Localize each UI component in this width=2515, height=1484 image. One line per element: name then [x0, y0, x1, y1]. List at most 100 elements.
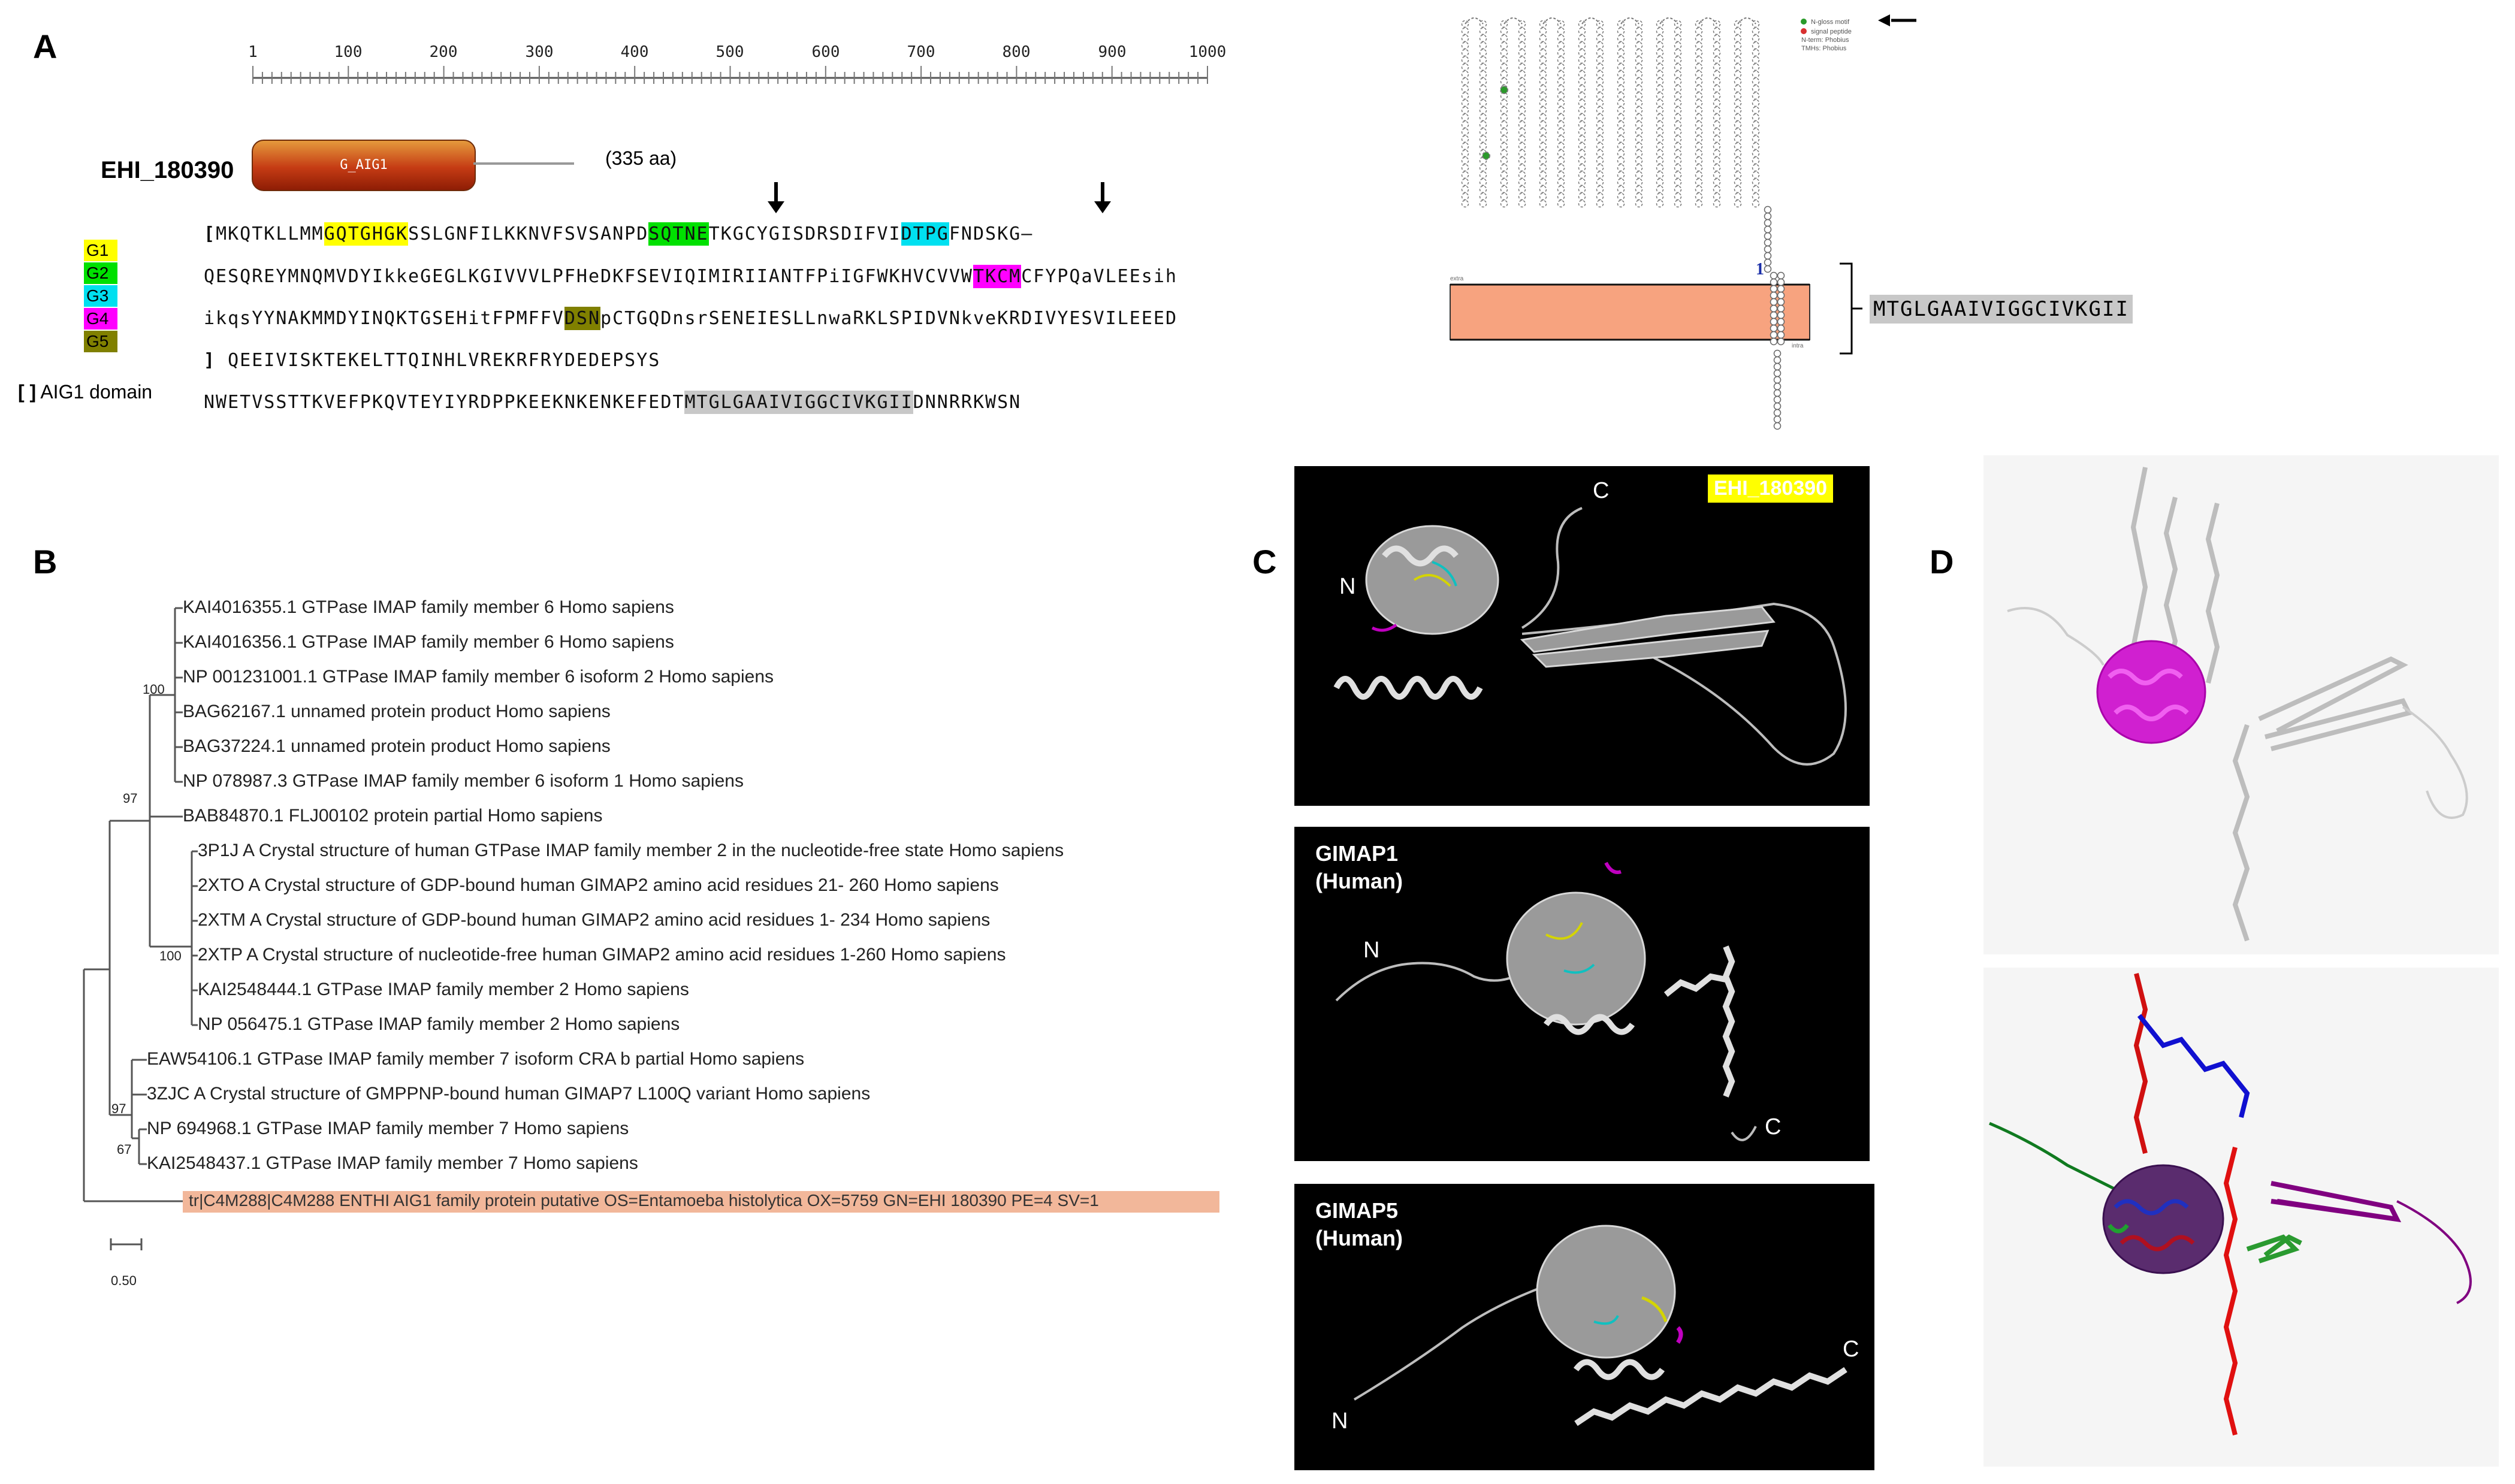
structure-superposition-view	[1983, 968, 2499, 1467]
structure-title-line2: (Human)	[1315, 869, 1403, 893]
tree-taxon: NP 056475.1 GTPase IMAP family member 2 …	[198, 1014, 680, 1034]
tree-taxon: 2XTP A Crystal structure of nucleotide-f…	[198, 945, 1006, 965]
tree-taxon: KAI2548444.1 GTPase IMAP family member 2…	[198, 980, 689, 999]
motif-legend: G1 G2 G3 G4 G5	[84, 240, 117, 352]
panel-a-label: A	[33, 28, 58, 65]
topo-side-extra: extra	[1450, 276, 1464, 282]
ruler-tick-label: 100	[334, 43, 363, 61]
topo-legend-item: TMHs: Phobius	[1801, 45, 1847, 52]
seq-segment: TKGCYGISDRSDIFVI	[708, 223, 901, 244]
g4-motif-seq: TKCM	[973, 265, 1022, 288]
tree-taxon: KAI4016355.1 GTPase IMAP family member 6…	[183, 597, 674, 617]
n-terminus-label: N	[1332, 1409, 1348, 1434]
aig1-domain-legend: [ ] AIG1 domain	[18, 381, 152, 403]
bootstrap-value: 100	[159, 948, 182, 963]
topo-side-intra: intra	[1792, 343, 1804, 349]
structure-title-line1: GIMAP5	[1315, 1198, 1399, 1223]
aig1-domain-box: G_AIG1	[252, 140, 476, 191]
protein-length: (335 aa)	[605, 147, 677, 169]
g2-motif-seq: SQTNE	[648, 222, 709, 246]
topo-legend-item: N-gloss motif	[1811, 19, 1850, 26]
topo-legend-item: signal peptide	[1811, 28, 1852, 35]
ruler-tick-label: 800	[1003, 43, 1031, 61]
seq-segment: QESQREYMNQMVDYIkkeGEGLKGIVVVLPFHeDKFSEVI…	[204, 266, 973, 287]
ruler-tick-label: 1000	[1189, 43, 1227, 61]
tree-scale-label: 0.50	[111, 1273, 137, 1288]
protein-cartoon	[1335, 862, 1757, 1141]
seq-segment: CFYPQaVLEEsih	[1021, 266, 1178, 287]
sequence-line-3: ikqsYYNAKMMDYINQKTGSEHitFPMFFVDSNpCTGQDn…	[204, 307, 1178, 330]
n-terminus-label: N	[1363, 938, 1380, 963]
protein-id: EHI_180390	[101, 157, 234, 183]
ruler-tick-label: 900	[1098, 43, 1127, 61]
tree-taxon: 2XTM A Crystal structure of GDP-bound hu…	[198, 910, 991, 930]
ruler-tick-label: 200	[430, 43, 458, 61]
tree-taxon: NP 001231001.1 GTPase IMAP family member…	[183, 667, 774, 687]
bootstrap-value: 100	[143, 682, 165, 697]
sequence-line-1: [MKQTKLLMMGQTGHGKSSLGNFILKKNVFSVSANPDSQT…	[204, 222, 1034, 246]
transmembrane-seq: MTGLGAAIVIGGCIVKGII	[684, 391, 913, 414]
c-terminus-label: C	[1765, 1114, 1782, 1140]
aig1-domain-legend-text: AIG1 domain	[40, 381, 153, 403]
bootstrap-value: 97	[111, 1101, 126, 1116]
tree-taxon: BAG37224.1 unnamed protein product Homo …	[183, 736, 611, 756]
tree-taxon: 2XTO A Crystal structure of GDP-bound hu…	[198, 875, 999, 895]
structure-title-line2: (Human)	[1315, 1226, 1403, 1250]
ruler-tick-label: 300	[526, 43, 554, 61]
tree-taxon: BAB84870.1 FLJ00102 protein partial Homo…	[183, 806, 603, 826]
motif-legend-g2: G2	[84, 262, 117, 284]
seq-segment: FNDSKG—	[949, 223, 1034, 244]
topo-legend-item: N-term: Phobius	[1801, 37, 1849, 44]
protein-backbone-line	[473, 162, 574, 165]
seq-segment: DNNRRKWSN	[913, 392, 1022, 413]
tree-taxon: BAG62167.1 unnamed protein product Homo …	[183, 702, 611, 721]
sequence-line-2: QESQREYMNQMVDYIkkeGEGLKGIVVVLPFHeDKFSEVI…	[204, 265, 1178, 288]
protein-cartoon	[1333, 507, 1847, 766]
domain-open-bracket: [	[204, 223, 216, 244]
n-terminus-label: N	[1339, 574, 1356, 599]
ruler-tick-label: 700	[907, 43, 935, 61]
sequence-line-4: ] QEEIVISKTEKELTTQINHLVREKRFRYDEDEPSYS	[204, 350, 660, 371]
ruler-tick-label: 400	[621, 43, 649, 61]
structure-ehi-180390: EHI_180390 N C	[1294, 466, 1870, 806]
structure-gimap1: GIMAP1 (Human) N C	[1294, 827, 1870, 1161]
domain-close-bracket: ]	[204, 350, 216, 371]
g5-motif-seq: DSN	[564, 307, 601, 330]
tree-taxon: KAI4016356.1 GTPase IMAP family member 6…	[183, 632, 674, 652]
down-arrow-icon	[1094, 182, 1111, 213]
residue-ruler: 1 100 200 300 400 500 600 700 800 900 10…	[248, 43, 1227, 84]
structure-id-tag: EHI_180390	[1708, 474, 1834, 503]
seq-segment: NWETVSSTTKVEFPKQVTEYIYRDPPKEEKNKENKEFEDT	[204, 392, 685, 413]
structure-overlay-view	[1983, 455, 2499, 954]
tree-taxon: NP 694968.1 GTPase IMAP family member 7 …	[147, 1119, 629, 1138]
tree-taxon: NP 078987.3 GTPase IMAP family member 6 …	[183, 771, 744, 791]
structure-gimap5: GIMAP5 (Human) N C	[1294, 1184, 1874, 1470]
g1-motif-seq: GQTGHGK	[324, 222, 409, 246]
structure-title: GIMAP5 (Human)	[1315, 1197, 1403, 1252]
seq-segment: pCTGQDnsrSENEIESLLnwaRKLSPIDVNkveKRDIVYE…	[600, 308, 1178, 329]
ruler-tick-label: 1	[248, 43, 258, 61]
protein-cartoon	[1353, 1225, 1847, 1426]
panel-b-label: B	[33, 543, 58, 581]
structure-title: GIMAP1 (Human)	[1315, 840, 1403, 895]
highlight-taxon: tr|C4M288|C4M288 ENTHI AIG1 family prote…	[189, 1191, 1099, 1210]
tree-branches	[83, 607, 198, 1250]
bootstrap-value: 67	[117, 1142, 131, 1157]
c-terminus-label: C	[1593, 478, 1610, 503]
membrane-topology-diagram: 1 extra intra N-gloss motif signal pepti…	[1450, 14, 1916, 430]
left-arrow-icon	[1878, 14, 1916, 26]
bracket-symbol: [ ]	[18, 381, 37, 403]
seq-segment: QEEIVISKTEKELTTQINHLVREKRFRYDEDEPSYS	[228, 350, 661, 371]
tree-taxon: EAW54106.1 GTPase IMAP family member 7 i…	[147, 1049, 805, 1069]
tree-taxon: 3P1J A Crystal structure of human GTPase…	[198, 841, 1064, 860]
protein-cartoon	[1989, 973, 2472, 1435]
g3-motif-seq: DTPG	[901, 222, 949, 246]
motif-legend-g5: G5	[84, 331, 117, 352]
motif-legend-g3: G3	[84, 285, 117, 307]
ruler-tick-label: 600	[812, 43, 840, 61]
down-arrow-icon	[768, 182, 784, 213]
ruler-tick-label: 500	[716, 43, 744, 61]
motif-legend-g1: G1	[84, 240, 117, 261]
seq-segment: ikqsYYNAKMMDYINQKTGSEHitFPMFFV	[204, 308, 564, 329]
phylogenetic-tree: 100 97 100 97 67 0.50	[83, 607, 1219, 1288]
